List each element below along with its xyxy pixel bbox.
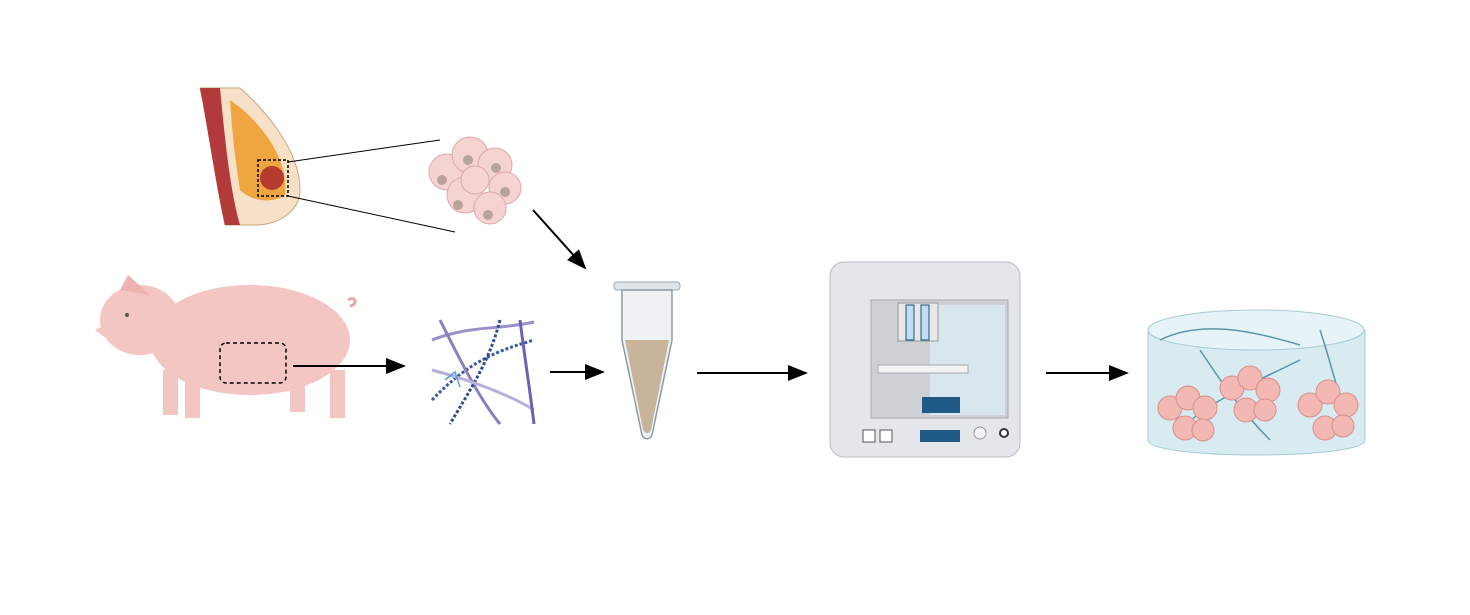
printed-construct-icon — [1147, 309, 1366, 456]
arrow-cells-to-tube — [532, 209, 587, 270]
bioink-tube-icon — [613, 281, 681, 440]
tumor-cells-icon — [428, 136, 522, 225]
breast-tumor-icon — [199, 87, 456, 233]
bioprinter-icon — [829, 261, 1021, 458]
ecm-fibers-icon — [430, 319, 536, 425]
pig-icon — [95, 275, 357, 418]
